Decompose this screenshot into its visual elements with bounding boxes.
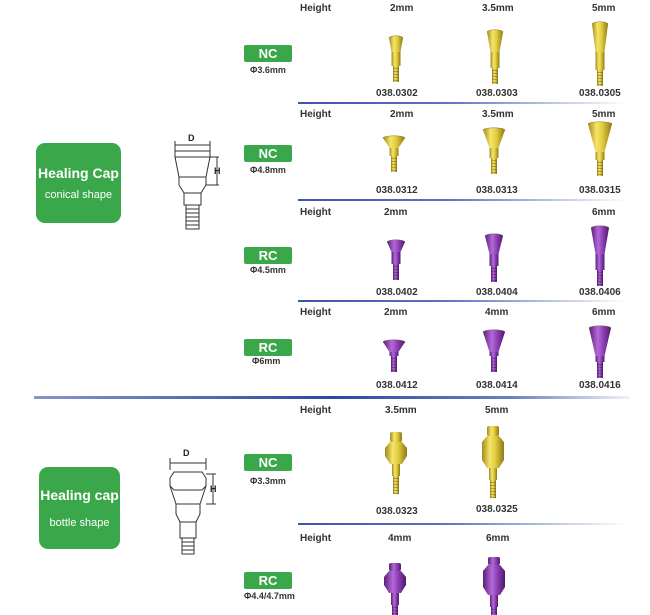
- diameter-label: D: [188, 133, 195, 143]
- type-tag: RC: [244, 572, 292, 589]
- bottle-diagram: D H: [160, 448, 225, 560]
- height-value: 5mm: [485, 405, 509, 416]
- conical-diagram: D H: [165, 133, 225, 235]
- type-tag: RC: [244, 247, 292, 264]
- group-divider: [34, 396, 630, 399]
- type-tag: NC: [244, 145, 292, 162]
- healing-cap-conical: [486, 29, 504, 84]
- diameter-label: D: [183, 448, 190, 458]
- product-code: 038.0312: [376, 185, 418, 196]
- product-code: 038.0414: [476, 380, 518, 391]
- row-divider: [298, 102, 628, 104]
- diameter-text: Φ4.4/4.7mm: [244, 591, 295, 601]
- product-code: 038.0402: [376, 287, 418, 298]
- diameter-text: Φ3.3mm: [250, 476, 286, 486]
- height-value: 6mm: [592, 207, 616, 218]
- height-value: 2mm: [384, 307, 408, 318]
- healing-cap-conical: [588, 325, 612, 378]
- conical-diagram-drawing: [174, 141, 219, 230]
- healing-cap-bottle: [483, 557, 505, 615]
- height-value: 3.5mm: [385, 405, 417, 416]
- product-code: 038.0313: [476, 185, 518, 196]
- row-divider: [298, 199, 628, 201]
- healing-cap-conical: [482, 329, 506, 372]
- healing-cap-conical: [482, 127, 506, 174]
- group-box-conical: Healing Cap conical shape: [36, 143, 121, 223]
- type-tag: NC: [244, 454, 292, 471]
- healing-cap-conical: [591, 21, 609, 86]
- row-divider: [298, 523, 628, 525]
- row-divider: [298, 300, 628, 302]
- height-value: 5mm: [592, 109, 616, 120]
- product-code: 038.0404: [476, 287, 518, 298]
- product-code: 038.0406: [579, 287, 621, 298]
- height-header: Height: [300, 405, 332, 416]
- bottle-diagram-drawing: [169, 458, 216, 555]
- healing-cap-conical: [484, 233, 504, 282]
- diameter-text: Φ3.6mm: [250, 65, 286, 75]
- height-value: 4mm: [388, 533, 412, 544]
- healing-cap-conical: [386, 239, 406, 280]
- height-value: 2mm: [390, 109, 414, 120]
- height-header: Height: [300, 533, 332, 544]
- height-header: Height: [300, 207, 332, 218]
- height-value: 6mm: [486, 533, 510, 544]
- product-code: 038.0412: [376, 380, 418, 391]
- height-value: 2mm: [390, 3, 414, 14]
- height-header: Height: [300, 109, 332, 120]
- product-code: 038.0305: [579, 88, 621, 99]
- healing-cap-conical: [382, 135, 406, 172]
- healing-cap-bottle: [482, 426, 504, 499]
- height-header: Height: [300, 3, 332, 14]
- healing-cap-bottle: [384, 563, 406, 615]
- group-subtitle: bottle shape: [49, 517, 110, 529]
- height-value: 3.5mm: [482, 109, 514, 120]
- healing-cap-conical: [587, 121, 613, 176]
- height-value: 3.5mm: [482, 3, 514, 14]
- height-value: 4mm: [485, 307, 509, 318]
- product-code: 038.0303: [476, 88, 518, 99]
- product-code: 038.0325: [476, 504, 518, 515]
- height-header: Height: [300, 307, 332, 318]
- group-box-bottle: Healing cap bottle shape: [39, 467, 120, 549]
- product-code: 038.0302: [376, 88, 418, 99]
- group-subtitle: conical shape: [44, 189, 113, 201]
- group-title: Healing Cap: [38, 165, 119, 181]
- group-title: Healing cap: [40, 487, 119, 503]
- height-label: H: [214, 166, 221, 176]
- type-tag: NC: [244, 45, 292, 62]
- type-tag: RC: [244, 339, 292, 356]
- healing-cap-conical: [590, 225, 610, 286]
- height-value: 2mm: [384, 207, 408, 218]
- height-value: 6mm: [592, 307, 616, 318]
- diameter-text: Φ4.8mm: [250, 165, 286, 175]
- height-value: 5mm: [592, 3, 616, 14]
- product-code: 038.0323: [376, 506, 418, 517]
- product-code: 038.0416: [579, 380, 621, 391]
- diameter-text: Φ4.5mm: [250, 265, 286, 275]
- healing-cap-conical: [388, 35, 404, 82]
- height-label: H: [210, 484, 217, 494]
- diameter-text: Φ6mm: [252, 356, 281, 366]
- healing-cap-conical: [382, 339, 406, 372]
- product-code: 038.0315: [579, 185, 621, 196]
- healing-cap-bottle: [385, 432, 407, 495]
